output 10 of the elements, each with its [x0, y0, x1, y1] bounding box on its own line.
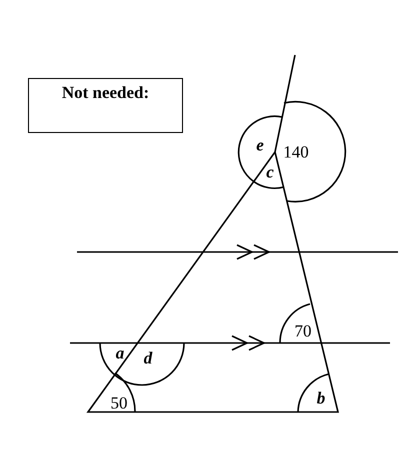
angle-label: e: [256, 136, 264, 154]
angle-label: 50: [110, 394, 128, 412]
angle-label: c: [266, 164, 274, 180]
angle-label: b: [316, 390, 326, 406]
angle-label: a: [116, 344, 124, 362]
angle-label: d: [144, 350, 152, 366]
angle-label: 140: [283, 144, 309, 160]
angle-label: 70: [294, 322, 312, 340]
box-heading: Not needed:: [60, 83, 150, 103]
answer-box: [28, 78, 183, 133]
